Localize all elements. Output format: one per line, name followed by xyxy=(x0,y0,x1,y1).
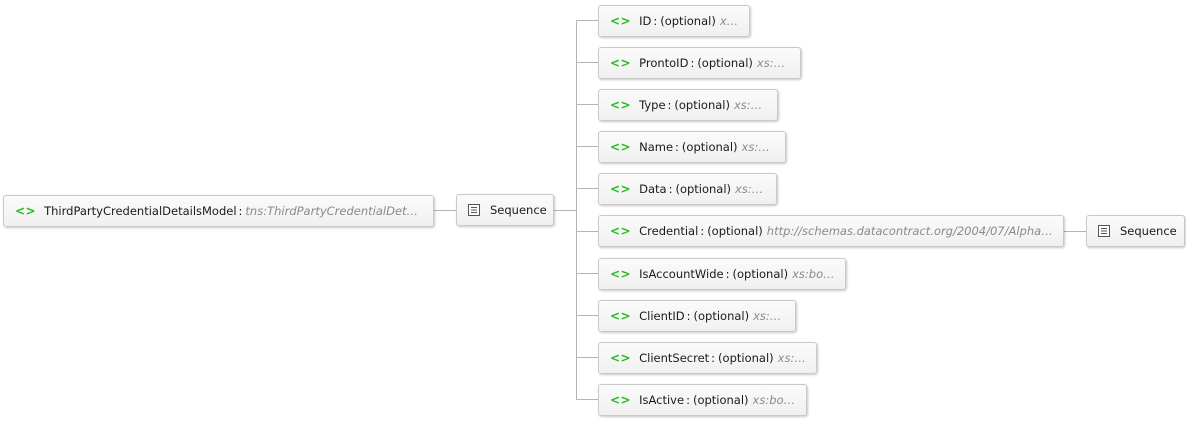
element-name: Credential xyxy=(639,224,699,238)
element-tag-icon: <> xyxy=(610,98,632,112)
name-type-separator: : xyxy=(690,56,695,70)
sequence-label: Sequence xyxy=(1120,224,1177,238)
name-type-separator: : xyxy=(675,140,679,154)
sequence-label: Sequence xyxy=(490,203,547,217)
name-type-separator: : xyxy=(668,182,673,196)
element-name: Data xyxy=(639,182,667,196)
optional-qualifier: (optional) xyxy=(693,309,750,323)
element-name: IsAccountWide xyxy=(639,267,724,281)
element-name: Name xyxy=(639,140,674,154)
element-name: ThirdPartyCredentialDetailsModel xyxy=(44,204,237,218)
element-type: xs:string xyxy=(753,309,785,323)
element-node-id[interactable]: <> ID : (optional) xs:int xyxy=(598,5,750,37)
element-tag-icon: <> xyxy=(610,267,632,281)
element-type: xs:boolean xyxy=(752,393,796,407)
name-type-separator: : xyxy=(711,351,716,365)
name-type-separator: : xyxy=(686,393,690,407)
name-type-separator: : xyxy=(238,204,243,218)
element-tag-icon: <> xyxy=(610,351,632,365)
name-type-separator: : xyxy=(653,14,658,28)
element-name: ClientID xyxy=(639,309,685,323)
element-node-type[interactable]: <> Type : (optional) xs:string xyxy=(598,89,778,121)
element-type: xs:string xyxy=(777,351,806,365)
element-node-credential[interactable]: <> Credential : (optional) http://schema… xyxy=(598,215,1064,247)
name-type-separator: : xyxy=(700,224,705,238)
element-type: xs:string xyxy=(756,56,790,70)
optional-qualifier: (optional) xyxy=(681,140,738,154)
element-type: xs:boolean xyxy=(792,267,835,281)
optional-qualifier: (optional) xyxy=(718,351,774,365)
optional-qualifier: (optional) xyxy=(732,267,789,281)
element-type: xs:int xyxy=(719,14,739,28)
element-name: ClientSecret xyxy=(639,351,710,365)
element-tag-icon: <> xyxy=(610,182,632,196)
element-type: http://schemas.datacontract.org/2004/07/… xyxy=(766,224,1053,238)
element-node-name[interactable]: <> Name : (optional) xs:string xyxy=(598,131,786,163)
sequence-icon xyxy=(468,204,480,216)
element-name: IsActive xyxy=(639,393,685,407)
element-tag-icon: <> xyxy=(610,140,632,154)
element-node-prontoid[interactable]: <> ProntoID : (optional) xs:string xyxy=(598,47,801,79)
element-tag-icon: <> xyxy=(610,14,632,28)
element-tag-icon: <> xyxy=(610,224,632,238)
element-node-isactive[interactable]: <> IsActive : (optional) xs:boolean xyxy=(598,384,807,416)
optional-qualifier: (optional) xyxy=(660,14,716,28)
element-name: Type xyxy=(639,98,666,112)
name-type-separator: : xyxy=(686,309,691,323)
element-type: tns:ThirdPartyCredentialDetailsModel xyxy=(245,204,423,218)
element-tag-icon: <> xyxy=(610,393,632,407)
element-type: xs:string xyxy=(741,140,775,154)
name-type-separator: : xyxy=(667,98,672,112)
root-element-node[interactable]: <> ThirdPartyCredentialDetailsModel : tn… xyxy=(3,195,434,227)
element-type: xs:string xyxy=(735,182,766,196)
optional-qualifier: (optional) xyxy=(674,98,730,112)
sequence-icon xyxy=(1098,225,1110,237)
element-node-clientid[interactable]: <> ClientID : (optional) xs:string xyxy=(598,300,796,332)
optional-qualifier: (optional) xyxy=(707,224,763,238)
name-type-separator: : xyxy=(725,267,730,281)
element-type: xs:string xyxy=(734,98,767,112)
element-tag-icon: <> xyxy=(610,309,632,323)
credential-sequence-node[interactable]: Sequence xyxy=(1086,215,1185,247)
optional-qualifier: (optional) xyxy=(697,56,753,70)
optional-qualifier: (optional) xyxy=(675,182,732,196)
sequence-compositor-node[interactable]: Sequence xyxy=(456,194,554,226)
element-node-clientsecret[interactable]: <> ClientSecret : (optional) xs:string xyxy=(598,342,817,374)
optional-qualifier: (optional) xyxy=(692,393,749,407)
element-node-isaccountwide[interactable]: <> IsAccountWide : (optional) xs:boolean xyxy=(598,258,846,290)
element-tag-icon: <> xyxy=(610,56,632,70)
element-name: ID xyxy=(639,14,652,28)
element-tag-icon: <> xyxy=(15,204,37,218)
element-name: ProntoID xyxy=(639,56,689,70)
element-node-data[interactable]: <> Data : (optional) xs:string xyxy=(598,173,777,205)
